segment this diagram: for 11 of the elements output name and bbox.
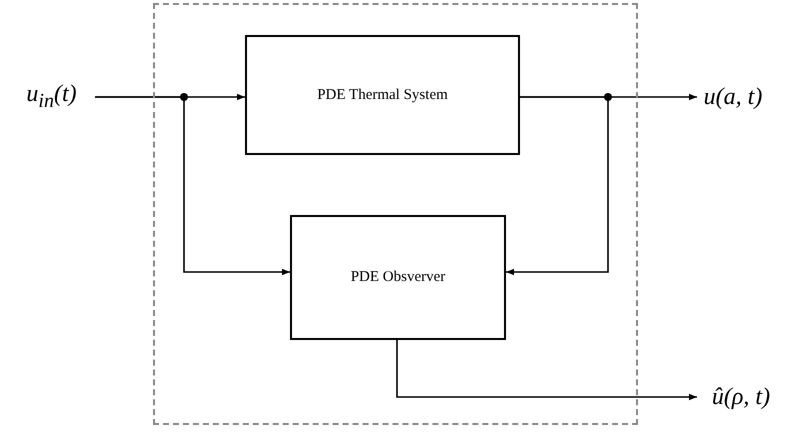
signal-label: û(ρ, t) [712, 384, 770, 410]
arrow [396, 340, 697, 400]
arrow [506, 96, 609, 276]
process-box [245, 35, 520, 155]
arrow [95, 96, 290, 276]
process-box [290, 215, 506, 340]
signal-label: u(a, t) [704, 84, 762, 110]
box-label: PDE Obsverver [350, 269, 446, 286]
signal-label: u$_{in}$(t) [26, 81, 77, 113]
box-label: PDE Thermal System [317, 86, 448, 104]
boundary-box [153, 3, 638, 425]
